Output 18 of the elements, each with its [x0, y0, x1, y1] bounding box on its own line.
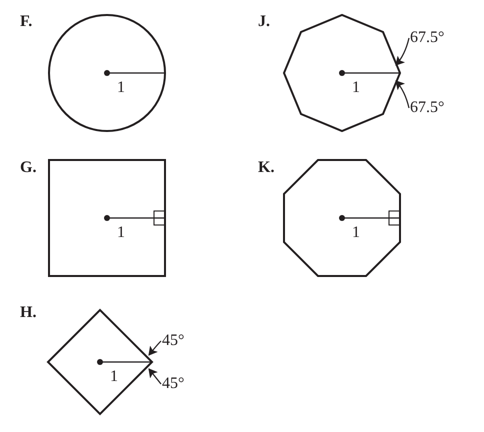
- radius-label: 1: [352, 225, 360, 241]
- radius-label: 1: [352, 80, 360, 96]
- angle-label: 67.5°: [410, 30, 444, 46]
- option-letter: F.: [20, 14, 32, 30]
- radius-label: 1: [117, 80, 125, 96]
- option-letter: H.: [20, 305, 36, 321]
- angle-label: 67.5°: [410, 100, 444, 116]
- leader-arrow: [395, 80, 410, 108]
- leader-arrow: [395, 38, 410, 66]
- leader-arrow: [148, 368, 162, 384]
- option-letter: K.: [258, 160, 274, 176]
- option-letter: G.: [20, 160, 36, 176]
- radius-label: 1: [110, 369, 118, 385]
- angle-label: 45°: [162, 376, 184, 392]
- leader-arrow: [148, 340, 162, 356]
- radius-label: 1: [117, 225, 125, 241]
- option-letter: J.: [258, 14, 270, 30]
- angle-label: 45°: [162, 333, 184, 349]
